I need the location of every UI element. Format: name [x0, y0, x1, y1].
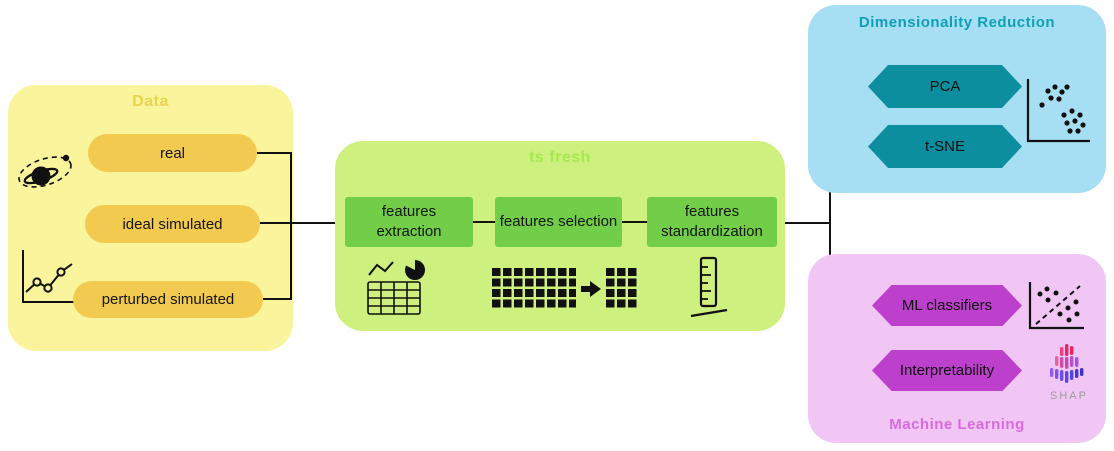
node-tsne-label: t-SNE — [924, 138, 965, 155]
connector-extraction-selection — [473, 221, 495, 223]
connector-tsfresh-to-hub — [785, 222, 831, 224]
connector-data-to-tsfresh — [260, 222, 336, 224]
node-interpretability: Interpretability — [872, 350, 1022, 391]
matrix-reduction-icon — [492, 268, 638, 310]
table-with-charts-icon — [365, 258, 429, 323]
matrix-big-grid — [492, 268, 576, 310]
data-group-title: Data — [132, 93, 169, 110]
node-features-standardization-label: features standardization — [661, 202, 763, 240]
node-ideal-simulated-label: ideal simulated — [122, 215, 223, 233]
data-group-box: Data real ideal simulated — [8, 85, 293, 351]
node-features-standardization: features standardization — [647, 197, 777, 247]
node-real: real — [88, 134, 257, 172]
arrow-right-icon — [581, 281, 601, 297]
dimensionality-reduction-group-box: Dimensionality Reduction PCA t-SNE — [808, 5, 1106, 193]
machine-learning-title: Machine Learning — [889, 416, 1025, 433]
node-features-selection-label: features selection — [499, 212, 618, 230]
node-interpretability-label: Interpretability — [899, 362, 995, 379]
node-perturbed-simulated: perturbed simulated — [73, 281, 263, 318]
node-ml-classifiers: ML classifiers — [872, 285, 1022, 326]
connector-hub-vertical — [829, 85, 831, 372]
scatter-clusters-icon — [1020, 75, 1092, 154]
node-pca-label: PCA — [929, 78, 961, 95]
line-chart-icon — [16, 244, 80, 315]
connector-selection-standardization — [622, 221, 647, 223]
node-ml-classifiers-label: ML classifiers — [901, 297, 993, 314]
ruler-icon — [687, 256, 731, 325]
dimensionality-reduction-title: Dimensionality Reduction — [858, 14, 1056, 31]
tsfresh-group-box: ts fresh features extraction features se… — [335, 141, 785, 331]
node-features-extraction: features extraction — [345, 197, 473, 247]
tsfresh-group-title: ts fresh — [529, 149, 591, 166]
connector-real-to-bus — [257, 152, 291, 154]
scatter-classifier-icon — [1022, 280, 1088, 341]
connector-perturbed-to-bus — [263, 298, 291, 300]
node-features-extraction-label: features extraction — [376, 202, 442, 240]
node-pca: PCA — [868, 65, 1022, 108]
node-real-label: real — [159, 144, 185, 162]
node-tsne: t-SNE — [868, 125, 1022, 168]
saturn-orbit-icon — [14, 145, 76, 208]
shap-logo-icon — [1044, 344, 1094, 393]
node-features-selection: features selection — [495, 197, 622, 247]
matrix-small-grid — [606, 268, 638, 310]
machine-learning-group-box: ML classifiers Interpretability — [808, 254, 1106, 443]
connector-data-bus-vertical — [290, 152, 292, 300]
node-perturbed-simulated-label: perturbed simulated — [101, 291, 235, 308]
shap-label: SHAP — [1050, 390, 1088, 402]
node-ideal-simulated: ideal simulated — [85, 205, 260, 243]
